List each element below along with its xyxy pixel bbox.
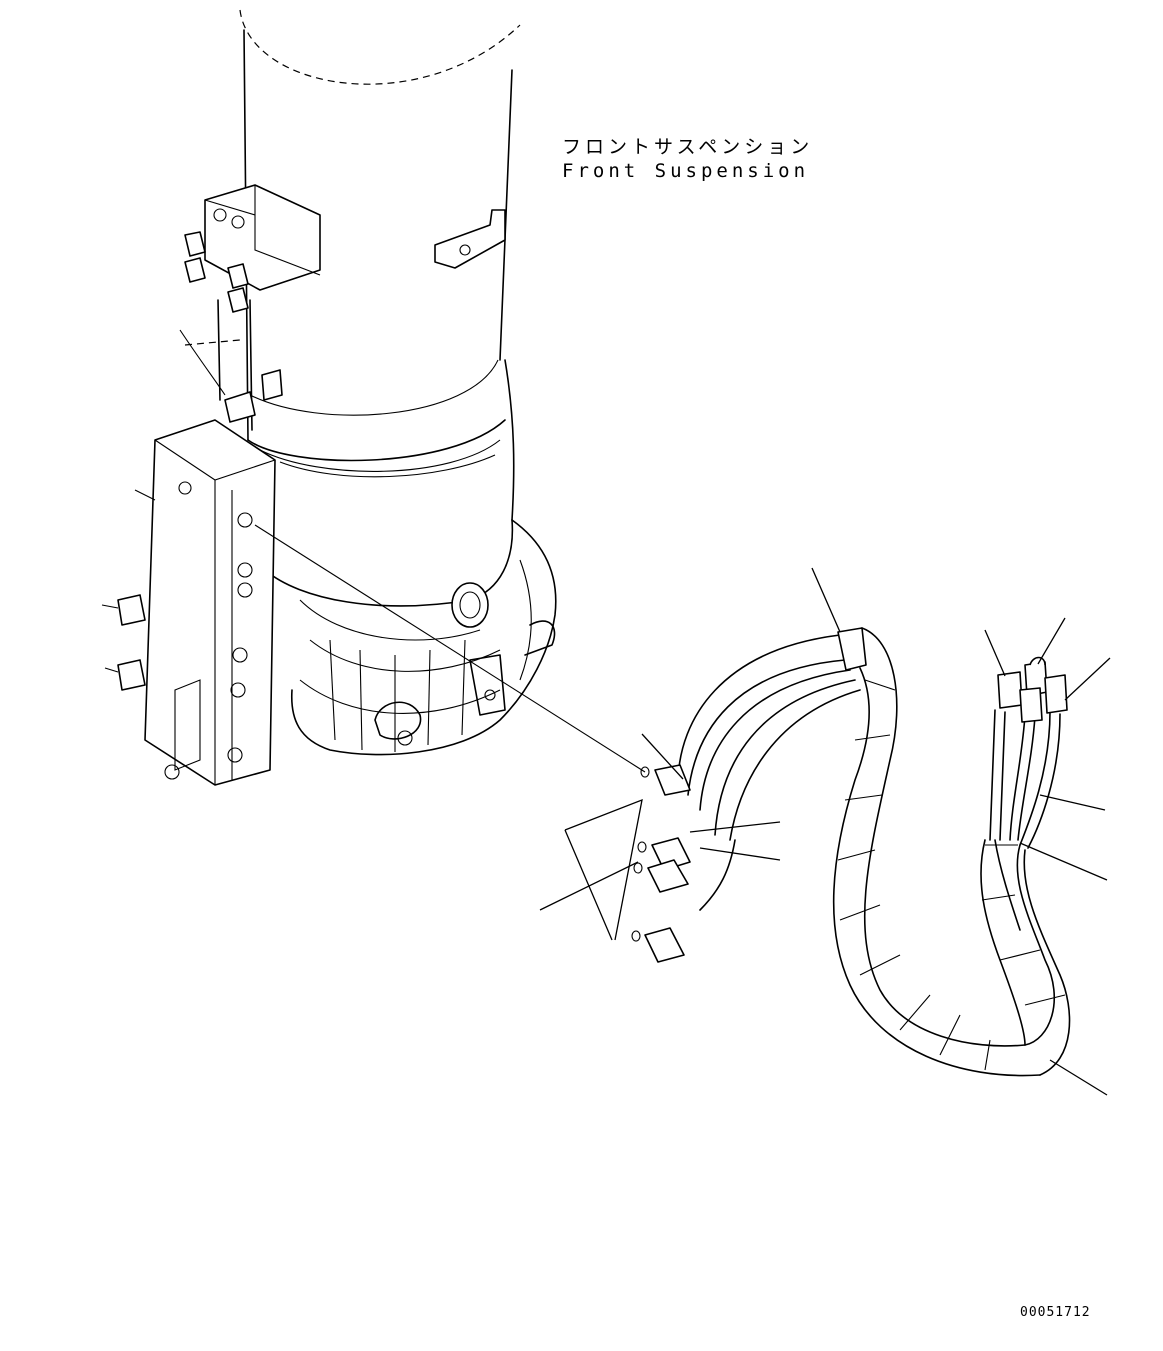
hose-bundle <box>677 627 1071 1077</box>
hose-fittings <box>631 764 691 963</box>
upper-bracket <box>179 184 321 431</box>
valve-block <box>101 369 283 786</box>
cylinder-clamp <box>434 209 506 269</box>
drawing-number: 00051712 <box>1020 1305 1091 1320</box>
callout-english: Front Suspension <box>562 160 810 182</box>
callout-japanese: フロントサスペンション <box>562 136 814 158</box>
suspension-lower-housing <box>264 519 557 756</box>
leader-lines <box>254 524 1111 1096</box>
